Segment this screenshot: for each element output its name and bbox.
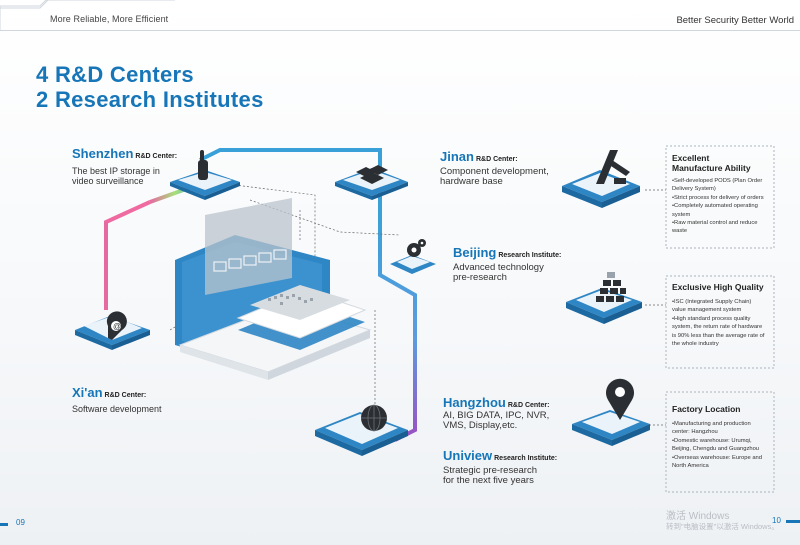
quality-bullet: system, the return rate of hardware [672,324,763,331]
path-jinan-hangzhou [378,215,417,442]
quality-bullet: the whole industry [672,341,719,348]
factory-bullet: North America [672,463,709,470]
hand-pointer-icon [198,150,208,180]
hangzhou-tag: R&D Center: [507,402,550,409]
manufacture-bullet: •Raw material control and reduce [672,220,758,227]
jinan-description: Component development, hardware base [440,167,549,187]
factory-bullet: •Manufacturing and production [672,421,751,427]
factory-platform [572,410,650,446]
gears-icon [407,239,426,257]
factory-bullet: center: Hangzhou [672,429,718,436]
factory-bullet: •Domestic warehouse: Urumqi, [672,437,752,444]
quality-bullet: value management system [672,307,742,314]
manufacture-bullet: system [672,211,691,218]
xian-description: Software development [72,404,162,414]
shenzhen-description: The best IP storage in video surveillanc… [72,166,160,186]
manufacture-bullet: •Completely automated operating [672,203,758,210]
footer-right-bar [786,520,800,523]
page-number-left: 09 [16,518,25,527]
hangzhou-description: AI, BIG DATA, IPC, NVR, VMS, Display,etc… [443,411,549,431]
footer-left-bar [0,523,8,526]
header-left-slogan: More Reliable, More Efficient [50,14,169,24]
factory-title: Factory Location [672,404,741,414]
shenzhen-name: Shenzhen [72,146,134,161]
factory-dashed-box [665,391,775,493]
hangzhou-desc-line-1: AI, BIG DATA, IPC, NVR, [443,410,550,421]
hangzhou-desc-line-2: VMS, Display,etc. [443,420,518,431]
manufacture-title-1: Excellent [672,153,710,163]
beijing-platform [390,255,436,274]
manufacturing-illustrations [562,145,775,493]
uniview-desc-line-1: Strategic pre-research [443,465,537,476]
jinan-desc-line-2: hardware base [440,176,503,187]
cube-stack-icon [356,165,388,184]
windows-watermark-title: 激活 Windows [666,511,730,522]
shenzhen-tag: R&D Center: [135,153,178,160]
location-pin-icon [606,378,634,420]
quality-bullet: is 90% less than the average rate of [672,332,765,339]
uniview-description: Strategic pre-research for the next five… [443,466,537,486]
uniview-name: Uniview [443,448,493,463]
path-xian-shenzhen [104,200,151,310]
shenzhen-platform [170,170,240,200]
jinan-name: Jinan [440,149,474,164]
svg-text:@: @ [113,322,121,331]
header-tab-shape [0,0,175,30]
beijing-desc-line-1: Advanced technology [453,262,544,273]
manufacture-dashed-box [665,145,775,249]
shenzhen-desc-line-2: video surveillance [72,176,144,186]
quality-bullet: •High standard process quality [672,315,751,322]
factory-bullet: •Overseas warehouse: Europe and [672,454,763,461]
page-number-right: 10 [772,516,781,525]
beijing-name: Beijing [453,245,497,260]
rd-network-illustration: @ [75,148,436,456]
hangzhou-name: Hangzhou [443,395,506,410]
manufacture-bullet: Delivery System) [672,186,716,193]
title-line-2: 2 Research Institutes [36,87,264,112]
globe-icon [361,404,387,432]
manufacture-bullet: waste [672,228,688,235]
manufacture-panel: Excellent Manufacture Ability •Self-deve… [672,153,772,236]
at-sign-icon: @ [106,311,127,340]
stacked-blocks-icon [596,272,626,302]
beijing-description: Advanced technology pre-research [453,263,544,283]
header-right-slogan: Better Security Better World [676,15,794,26]
uniview-tag: Research Institute: [494,455,558,462]
manufacture-title-2: Manufacture Ability [672,163,751,173]
manufacture-bullet: •Self-developed PODS (Plan Order [672,178,763,184]
quality-bullet: •ISC (Integrated Supply Chain) [672,299,752,305]
jinan-tag: R&D Center: [475,156,518,163]
shenzhen-desc-line-1: The best IP storage in [72,166,160,176]
header-rule [0,30,800,31]
manufacture-bullet: •Strict process for delivery of orders [672,194,764,201]
beijing-desc-line-2: pre-research [453,272,507,283]
xian-name: Xi'an [72,385,103,400]
page-title: 4 R&D Centers 2 Research Institutes [36,62,264,112]
jinan-desc-line-1: Component development, [440,166,549,177]
quality-dashed-box [665,275,775,369]
factory-bullet: Beijing, Chengdu and Guangzhou [672,446,760,453]
windows-watermark-subtitle: 转到"电脑设置"以激活 Windows。 [666,522,779,531]
uniview-desc-line-2: for the next five years [443,475,534,486]
manufacture-platform [562,170,640,208]
robot-arm-icon [596,150,630,184]
quality-platform [566,288,642,324]
factory-panel: Factory Location •Manufacturing and prod… [672,404,772,470]
quality-panel: Exclusive High Quality •ISC (Integrated … [672,282,772,348]
quality-title: Exclusive High Quality [672,282,764,292]
floating-panel [205,198,292,295]
title-line-1: 4 R&D Centers [36,62,194,87]
beijing-tag: Research Institute: [498,252,562,259]
xian-tag: R&D Center: [104,392,147,399]
